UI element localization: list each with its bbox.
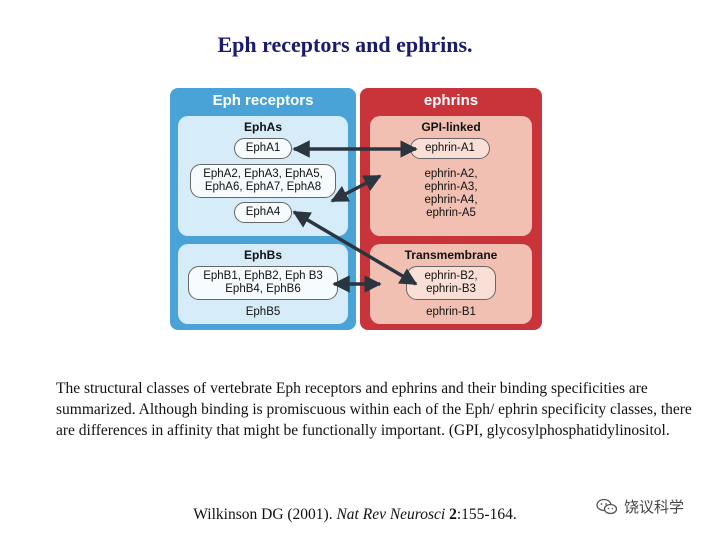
ephrin-a-list: ephrin-A2, ephrin-A3, ephrin-A4, ephrin-…	[370, 168, 532, 220]
eph-receptors-header: Eph receptors	[212, 92, 314, 109]
wechat-icon	[596, 498, 618, 514]
epha-multi-line1: EphA2, EphA3, EphA5,	[203, 168, 323, 180]
citation-volume: 2	[449, 506, 457, 523]
citation: Wilkinson DG (2001). Nat Rev Neurosci 2:…	[0, 506, 710, 524]
binding-arrows	[292, 140, 418, 293]
watermark-text: 饶议科学	[624, 498, 685, 516]
ephrin-a-list-item: ephrin-A4,	[424, 194, 478, 206]
ephb-group-title: EphBs	[243, 248, 282, 262]
gpi-linked-title: GPI-linked	[421, 120, 481, 134]
citation-authors: Wilkinson DG (2001).	[193, 506, 337, 523]
citation-pages: :155-164.	[456, 506, 517, 523]
eph-ephrin-diagram: Eph receptors EphAs EphA1 EphA2, EphA3, …	[170, 88, 542, 330]
ephrin-b1-label: ephrin-B1	[426, 306, 476, 318]
ephb-multi-line2: EphB4, EphB6	[225, 283, 301, 295]
epha-multi-line2: EphA6, EphA7, EphA8	[204, 181, 322, 193]
epha-group-title: EphAs	[243, 120, 282, 134]
epha4-pill: EphA4	[234, 202, 292, 223]
ephrin-b23-line1: ephrin-B2,	[424, 270, 478, 282]
ephrin-a-list-item: ephrin-A5	[426, 207, 476, 219]
ephrin-a1-pill: ephrin-A1	[410, 138, 490, 159]
transmembrane-title: Transmembrane	[404, 248, 498, 262]
arrow-epha4-ephrin-b	[292, 210, 418, 286]
ephrin-b23-line2: ephrin-B3	[426, 283, 476, 295]
citation-journal: Nat Rev Neurosci	[336, 506, 446, 523]
ephrins-header: ephrins	[423, 92, 479, 109]
slide-title: Eph receptors and ephrins.	[217, 32, 473, 57]
arrow-epha-ephrin-a	[330, 174, 382, 203]
ephb5-label: EphB5	[245, 306, 281, 318]
epha-group: EphAs EphA1 EphA2, EphA3, EphA5, EphA6, …	[178, 116, 348, 236]
figure-caption: The structural classes of vertebrate Eph…	[56, 380, 692, 439]
watermark: 饶议科学	[596, 496, 684, 517]
ephrin-a-list-item: ephrin-A3,	[424, 181, 478, 193]
ephrin-a-list-item: ephrin-A2,	[424, 168, 478, 180]
epha1-pill: EphA1	[234, 138, 292, 159]
ephrin-b23-pill: ephrin-B2, ephrin-B3	[406, 266, 496, 300]
